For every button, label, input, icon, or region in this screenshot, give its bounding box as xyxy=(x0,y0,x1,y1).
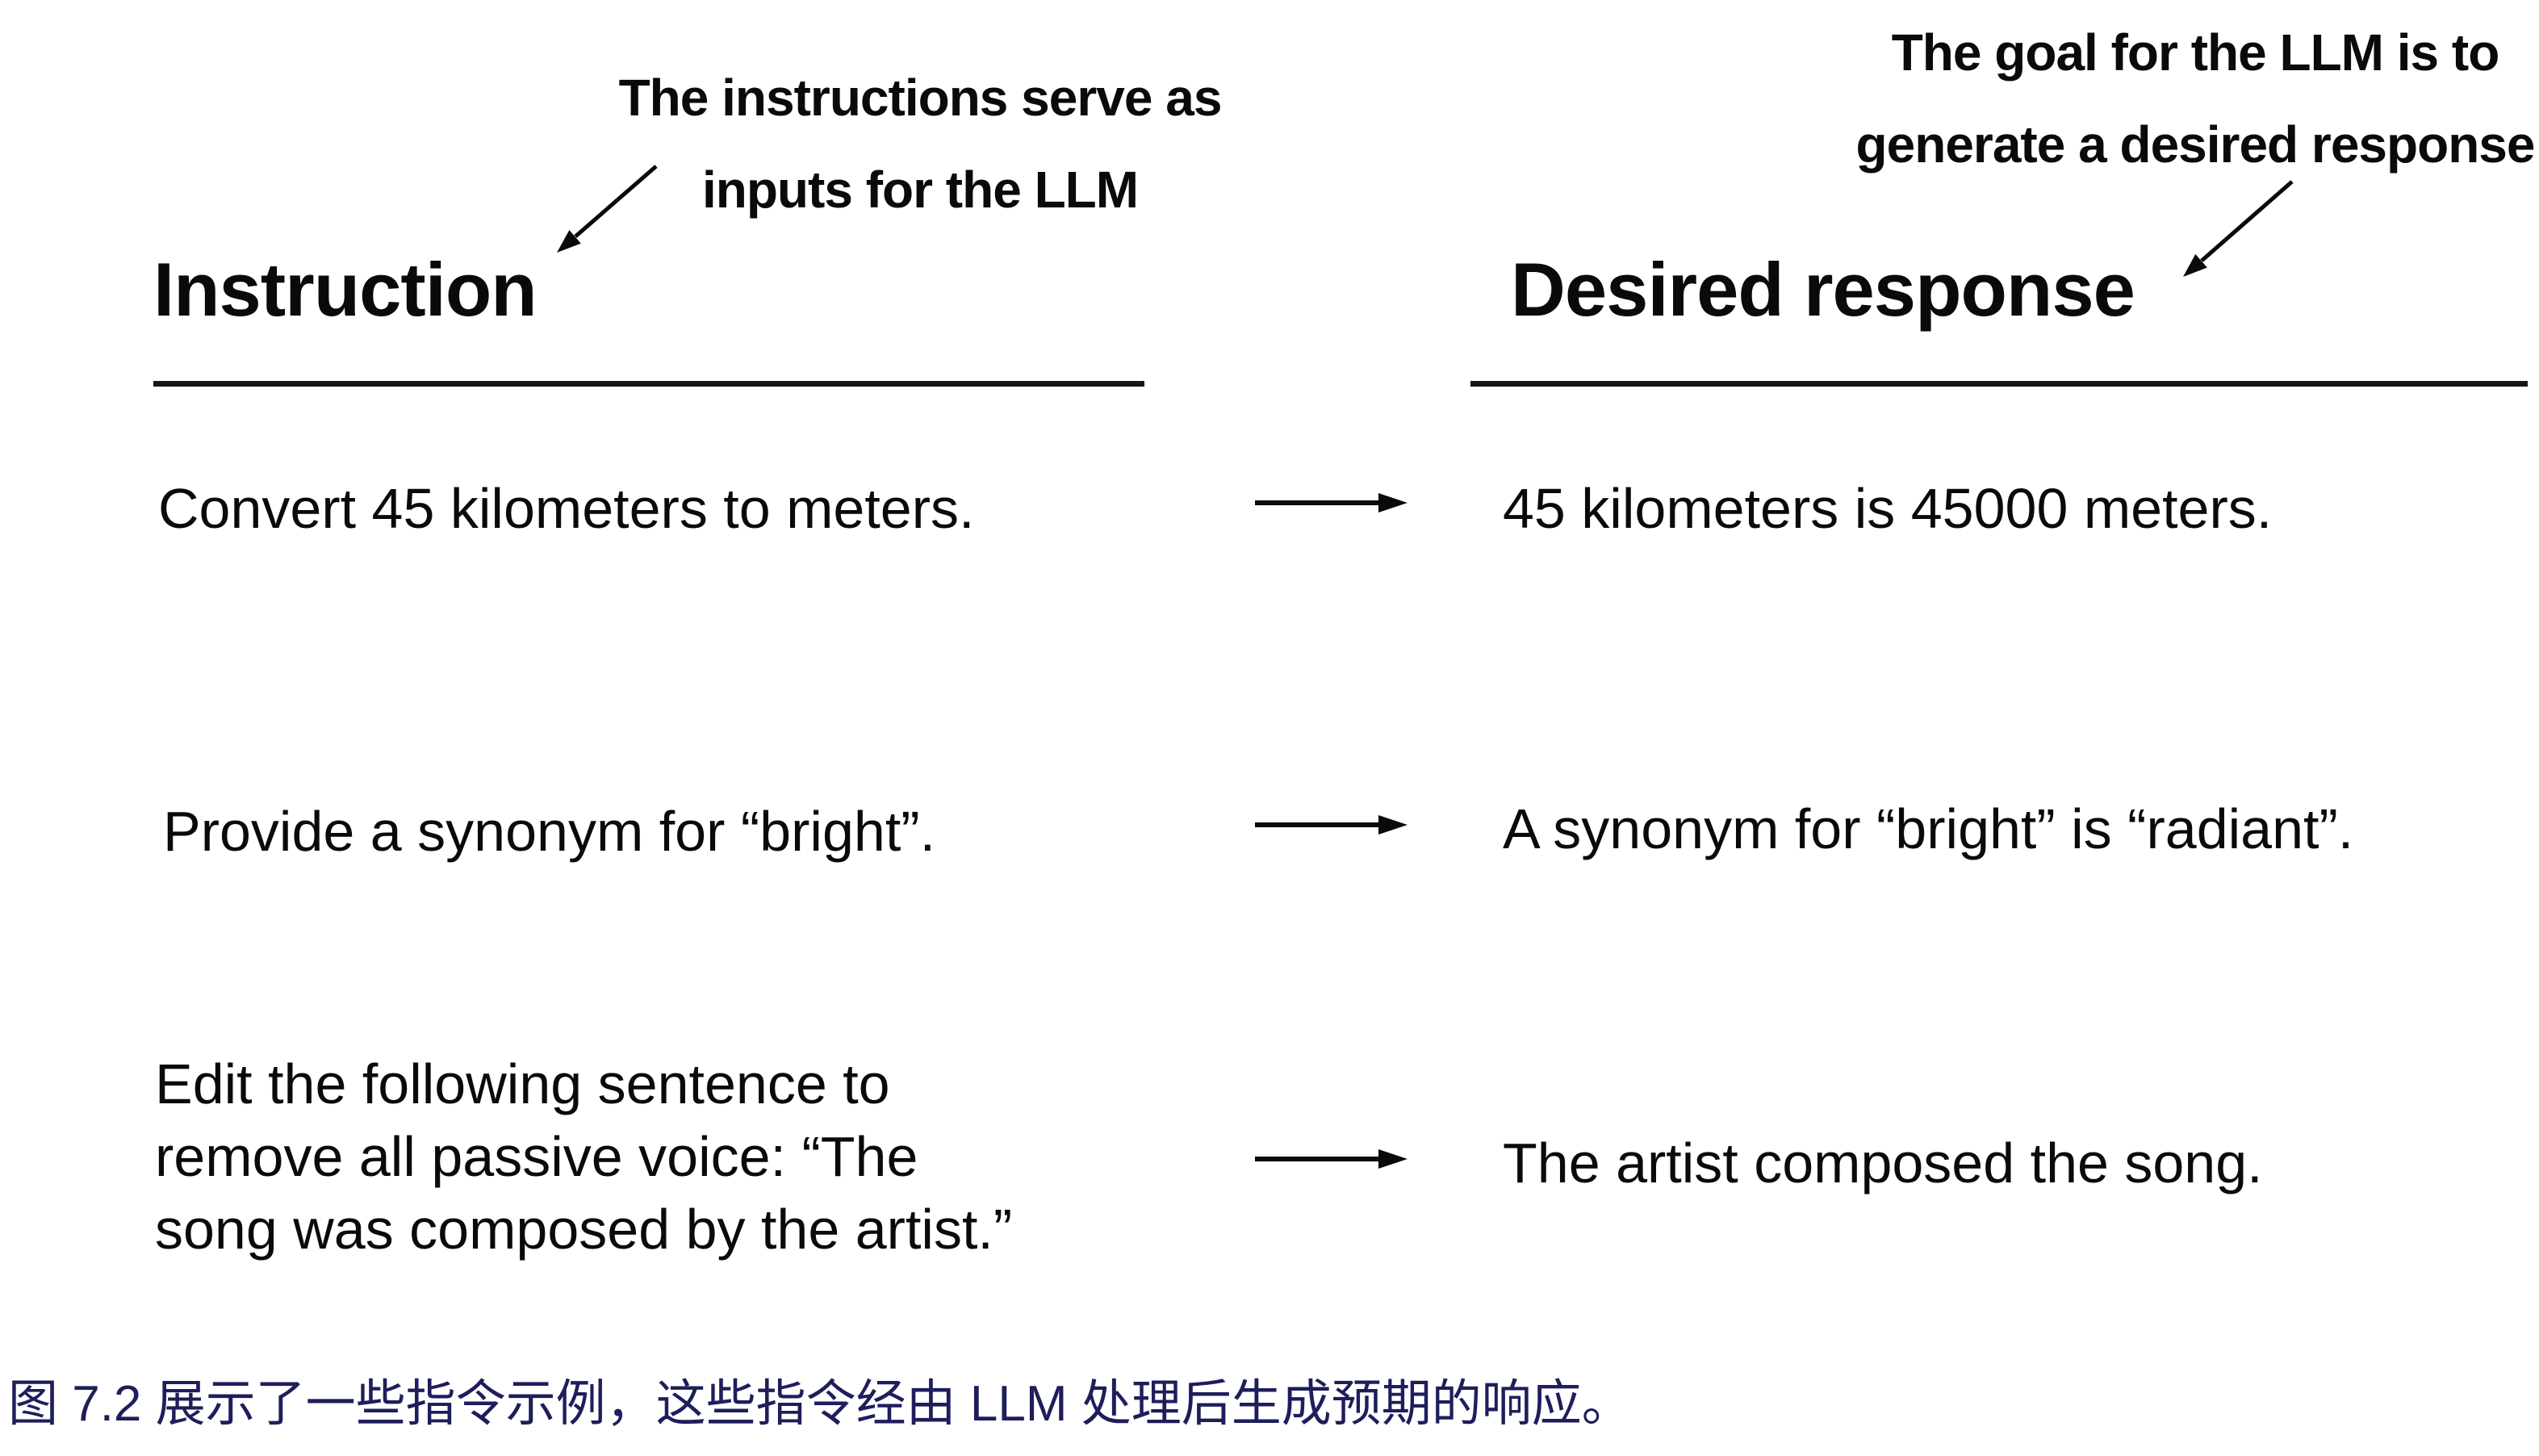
diagonal-down-left-arrow-icon xyxy=(2183,180,2294,277)
desired-response-column-heading: Desired response xyxy=(1511,247,2135,332)
right-arrow-icon xyxy=(1255,493,1408,513)
instruction-example-2: Provide a synonym for “bright”. xyxy=(163,800,936,863)
response-column-rule xyxy=(1470,381,2528,387)
instruction-column-rule xyxy=(153,381,1144,387)
diagonal-down-left-arrow-icon xyxy=(557,165,658,253)
annotation-line: The goal for the LLM is to xyxy=(1891,23,2500,82)
figure-caption: 图 7.2 展示了一些指令示例，这些指令经由 LLM 处理后生成预期的响应。 xyxy=(8,1376,1632,1432)
annotation-line: The instructions serve as xyxy=(618,69,1223,127)
instruction-example-3: Edit the following sentence to remove al… xyxy=(155,1052,1013,1261)
annotation-goal-desired-response: The goal for the LLM is to generate a de… xyxy=(1840,6,2539,190)
instruction-example-1: Convert 45 kilometers to meters. xyxy=(158,477,975,540)
right-arrow-icon xyxy=(1255,815,1408,835)
annotation-instructions-inputs: The instructions serve as inputs for the… xyxy=(597,52,1243,236)
annotation-line: generate a desired response xyxy=(1855,115,2536,174)
response-example-3: The artist composed the song. xyxy=(1503,1132,2263,1195)
response-example-1: 45 kilometers is 45000 meters. xyxy=(1503,477,2273,540)
annotation-line: inputs for the LLM xyxy=(701,161,1139,219)
instruction-column-heading: Instruction xyxy=(153,247,537,332)
response-example-2: A synonym for “bright” is “radiant”. xyxy=(1503,797,2354,860)
right-arrow-icon xyxy=(1255,1149,1408,1169)
